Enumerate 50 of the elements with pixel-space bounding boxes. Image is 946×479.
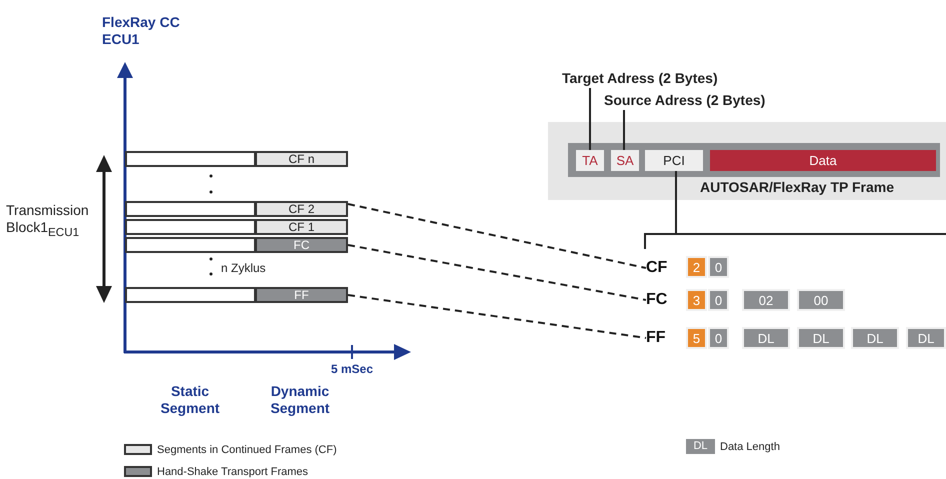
byte-cell: 0	[708, 289, 729, 311]
cycle-label: n Zyklus	[221, 261, 267, 276]
byte-cell: 5	[686, 327, 707, 349]
bracket	[644, 233, 946, 249]
dashed-connector	[348, 244, 646, 301]
legend-swatch: DL	[686, 439, 715, 454]
legend-label: Segments in Continued Frames (CF)	[157, 442, 337, 458]
leader-line	[623, 110, 625, 150]
static-slot	[125, 287, 256, 303]
byte-cell: 2	[686, 256, 707, 278]
leader-line	[675, 171, 677, 233]
byte-cell: DL	[906, 327, 946, 349]
static-slot	[125, 201, 256, 217]
byte-cell: 0	[708, 327, 729, 349]
dynamic-slot: FF	[255, 287, 348, 303]
data-field: Data	[710, 150, 936, 171]
legend-label: Hand-Shake Transport Frames	[157, 464, 308, 479]
static-slot	[125, 219, 256, 235]
axis-title: FlexRay CC ECU1	[102, 14, 181, 48]
bracket-label: Transmission Block1$_{ECU1}$	[6, 202, 90, 240]
field-annotation: Source Adress (2 Bytes)	[604, 90, 776, 110]
frame-panel	[548, 122, 946, 200]
static-slot	[125, 151, 256, 167]
dynamic-slot: CF n	[255, 151, 348, 167]
byte-cell: 3	[686, 289, 707, 311]
byte-cell: 0	[708, 256, 729, 278]
byte-cell: DL	[851, 327, 899, 349]
dashed-connector	[348, 203, 646, 269]
frame-type-label: FF	[646, 327, 674, 349]
legend-label: Data Length	[720, 440, 780, 454]
dynamic-slot: CF 2	[255, 201, 348, 217]
field-annotation: Target Adress (2 Bytes)	[562, 68, 734, 88]
segment-label: Dynamic Segment	[269, 383, 331, 417]
dynamic-slot: FC	[255, 237, 348, 253]
byte-cell: 02	[742, 289, 790, 311]
dynamic-slot: CF 1	[255, 219, 348, 235]
segment-label: Static Segment	[159, 383, 221, 417]
frame-caption: AUTOSAR/FlexRay TP Frame	[700, 179, 894, 195]
frame-type-label: FC	[646, 289, 674, 311]
dashed-connector	[348, 294, 646, 339]
address-field: TA	[576, 150, 604, 171]
static-slot	[125, 237, 256, 253]
frame-type-label: CF	[646, 257, 674, 279]
byte-cell: 00	[797, 289, 845, 311]
address-field: SA	[611, 150, 639, 171]
tick-label: 5 mSec	[330, 362, 374, 376]
pci-field: PCI	[645, 150, 703, 171]
byte-cell: DL	[742, 327, 790, 349]
leader-line	[589, 88, 591, 150]
byte-cell: DL	[797, 327, 845, 349]
